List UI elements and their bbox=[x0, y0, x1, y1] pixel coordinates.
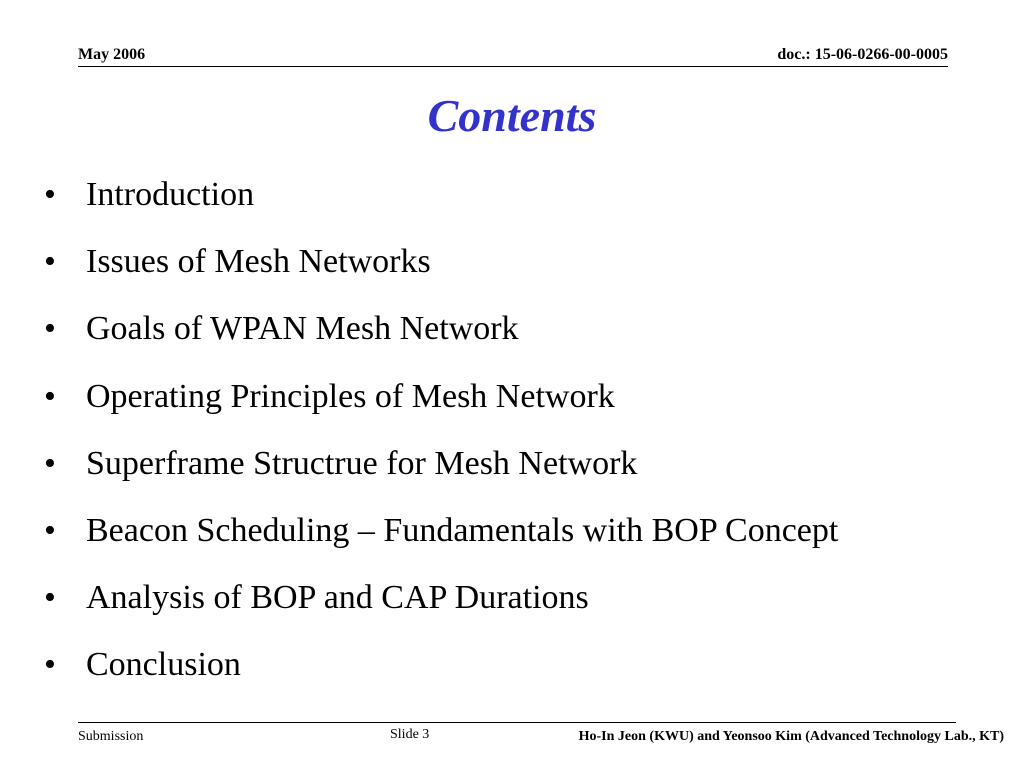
bullet-icon: • bbox=[44, 579, 56, 617]
list-item-text: Operating Principles of Mesh Network bbox=[86, 377, 615, 415]
header-divider bbox=[78, 66, 948, 67]
list-item: • Goals of WPAN Mesh Network bbox=[44, 300, 838, 367]
list-item: • Superframe Structrue for Mesh Network bbox=[44, 435, 838, 502]
list-item: • Conclusion bbox=[44, 636, 838, 703]
bullet-icon: • bbox=[44, 243, 56, 281]
list-item: • Beacon Scheduling – Fundamentals with … bbox=[44, 502, 838, 569]
list-item-text: Introduction bbox=[86, 176, 255, 213]
list-item-text: Beacon Scheduling – Fundamentals with BO… bbox=[86, 511, 839, 549]
bullet-icon: • bbox=[44, 511, 56, 549]
list-item-text: Superframe Structrue for Mesh Network bbox=[86, 444, 638, 482]
footer-authors: Ho-In Jeon (KWU) and Yeonsoo Kim (Advanc… bbox=[578, 729, 1004, 744]
header-document-id: doc.: 15-06-0266-00-0005 bbox=[777, 46, 948, 63]
list-item: • Analysis of BOP and CAP Durations bbox=[44, 569, 838, 636]
list-item-text: Conclusion bbox=[86, 646, 241, 684]
footer-divider bbox=[78, 722, 956, 723]
bullet-icon: • bbox=[44, 310, 56, 348]
list-item-text: Issues of Mesh Networks bbox=[86, 243, 431, 281]
bullet-icon: • bbox=[44, 377, 56, 415]
contents-list: • Introduction • Issues of Mesh Networks… bbox=[44, 166, 838, 704]
list-item: • Operating Principles of Mesh Network bbox=[44, 368, 838, 435]
slide-number: Slide 3 bbox=[390, 727, 430, 742]
list-item-text: Analysis of BOP and CAP Durations bbox=[86, 579, 589, 617]
slide-title: Contents bbox=[427, 90, 597, 141]
header-date: May 2006 bbox=[78, 46, 146, 63]
list-item: • Introduction bbox=[44, 166, 838, 233]
bullet-icon: • bbox=[44, 444, 56, 482]
list-item: • Issues of Mesh Networks bbox=[44, 233, 838, 300]
bullet-icon: • bbox=[44, 646, 56, 684]
list-item-text: Goals of WPAN Mesh Network bbox=[86, 310, 519, 348]
footer-submission: Submission bbox=[78, 729, 144, 744]
bullet-icon: • bbox=[44, 176, 56, 213]
